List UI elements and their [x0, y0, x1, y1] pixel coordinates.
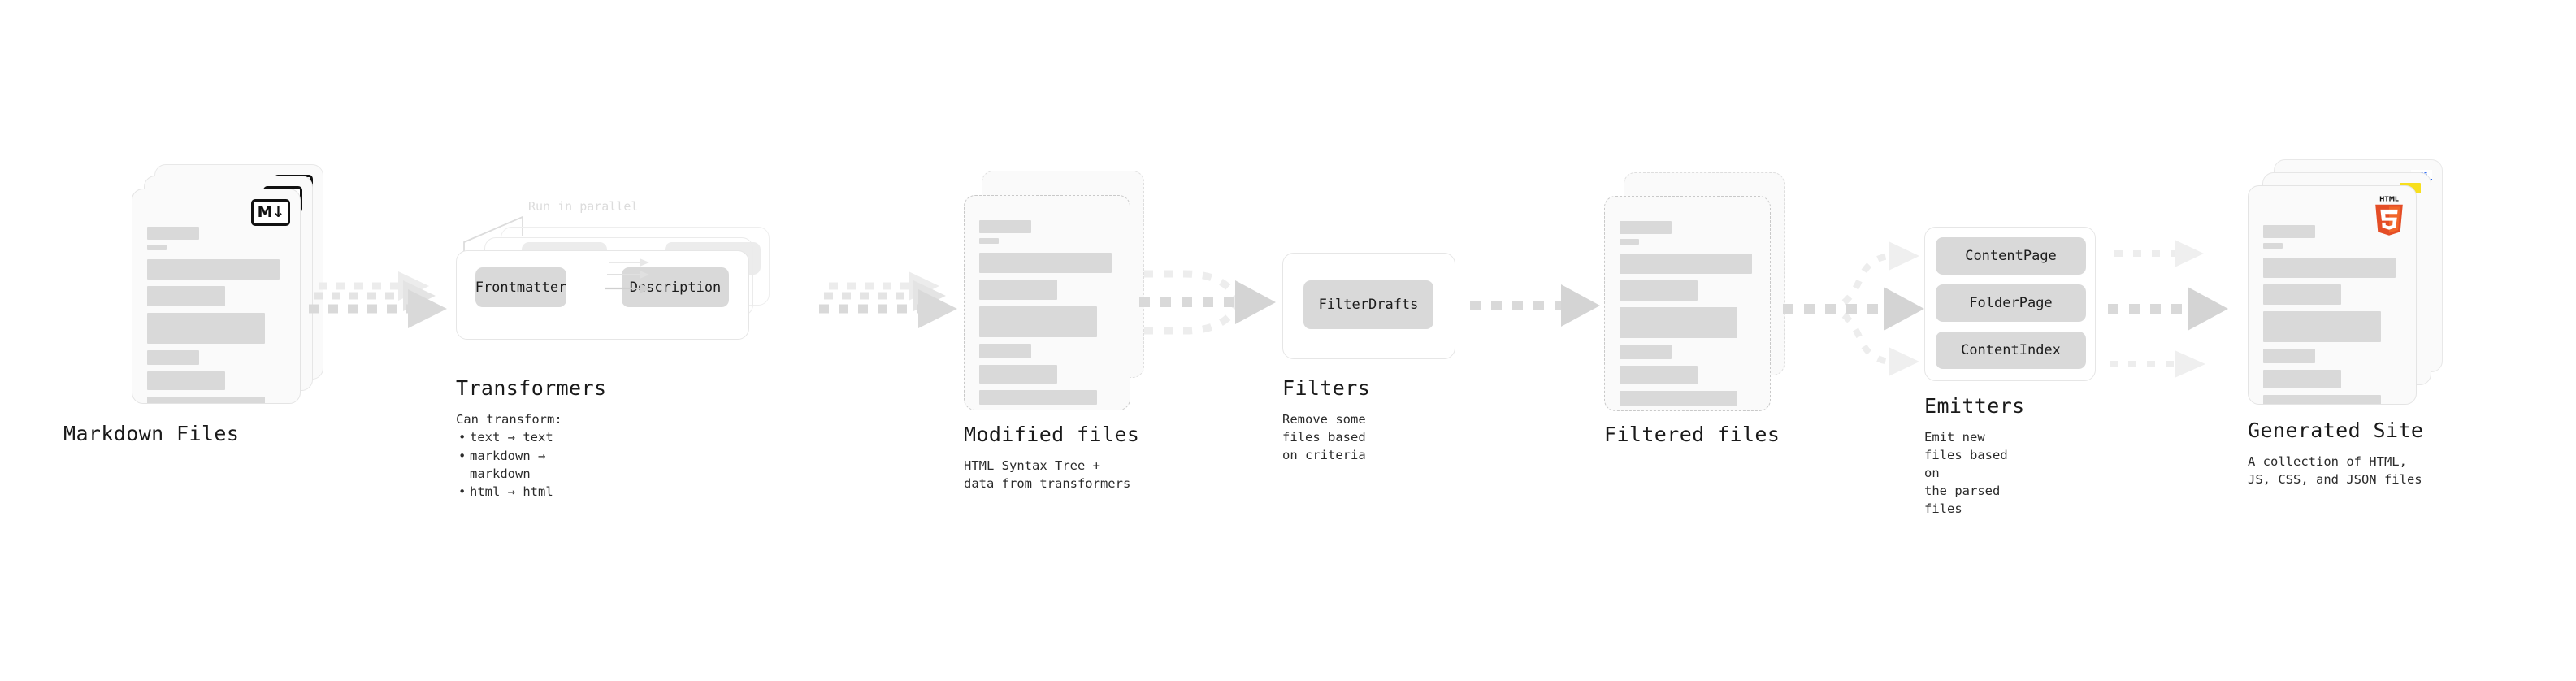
stage-title: Generated Site	[2248, 419, 2424, 442]
transformer-panel-front: Frontmatter Description	[456, 250, 749, 340]
transformer-pill-frontmatter[interactable]: Frontmatter	[475, 267, 566, 307]
run-in-parallel-label: Run in parallel	[528, 199, 639, 214]
svg-text:HTML: HTML	[2379, 195, 2399, 202]
markdown-icon: M↓	[251, 199, 290, 226]
emitter-pill-folderpage[interactable]: FolderPage	[1936, 284, 2086, 322]
list-item: html → html	[458, 483, 606, 501]
filtered-files-caption: Filtered files	[1604, 423, 1780, 446]
transformers-caption: Transformers Can transform: text → text …	[456, 376, 606, 501]
html5-icon: HTML	[2375, 195, 2403, 236]
emitter-pill-contentindex[interactable]: ContentIndex	[1936, 332, 2086, 369]
connector-transformers-to-modified	[819, 271, 957, 328]
transform-bullet-list: text → text markdown → markdown html → h…	[456, 428, 606, 501]
document-content-placeholder	[147, 227, 287, 403]
stage-subtitle: Can transform: text → text markdown → ma…	[456, 410, 606, 501]
document-content-placeholder	[979, 220, 1117, 410]
transformer-inner-arrows	[605, 258, 651, 293]
document-content-placeholder	[2263, 225, 2403, 404]
stage-title: Filters	[1282, 376, 1371, 400]
stage-title: Markdown Files	[63, 422, 240, 445]
stage-subtitle: Remove some files based on criteria	[1282, 412, 1366, 462]
list-item: text → text	[458, 428, 606, 447]
transform-intro: Can transform:	[456, 412, 562, 427]
connector-modified-to-filters	[1139, 270, 1276, 335]
filtered-file-card-front	[1604, 196, 1771, 411]
list-item: markdown → markdown	[458, 447, 606, 484]
filter-pill-filterdrafts[interactable]: FilterDrafts	[1303, 280, 1433, 329]
filters-caption: Filters Remove some files based on crite…	[1282, 376, 1370, 464]
generated-site-card-front: HTML	[2248, 185, 2417, 405]
stage-title: Transformers	[456, 376, 607, 400]
emitter-pill-contentpage[interactable]: ContentPage	[1936, 237, 2086, 275]
connector-md-to-transformers	[309, 271, 447, 328]
modified-file-card-front	[964, 195, 1130, 410]
stage-title: Emitters	[1924, 394, 2025, 418]
emitters-caption: Emitters Emit new files based on the par…	[1924, 394, 2025, 518]
filters-panel: FilterDrafts	[1282, 253, 1455, 359]
generated-site-caption: Generated Site A collection of HTML, JS,…	[2248, 419, 2423, 488]
stage-title: Modified files	[964, 423, 1140, 446]
stage-subtitle: Emit new files based on the parsed files	[1924, 430, 2008, 516]
connector-filters-to-filtered	[1470, 284, 1600, 327]
connector-emitters-to-site	[2108, 240, 2228, 378]
markdown-files-caption: Markdown Files	[63, 422, 239, 445]
modified-files-caption: Modified files HTML Syntax Tree + data f…	[964, 423, 1139, 492]
stage-title: Filtered files	[1604, 423, 1780, 446]
connector-filtered-to-emitters	[1783, 241, 1924, 376]
markdown-file-card-front: M↓	[132, 189, 301, 404]
stage-subtitle: HTML Syntax Tree + data from transformer…	[964, 458, 1131, 491]
emitters-panel: ContentPage FolderPage ContentIndex	[1924, 227, 2096, 381]
document-content-placeholder	[1620, 221, 1757, 410]
stage-subtitle: A collection of HTML, JS, CSS, and JSON …	[2248, 454, 2422, 487]
